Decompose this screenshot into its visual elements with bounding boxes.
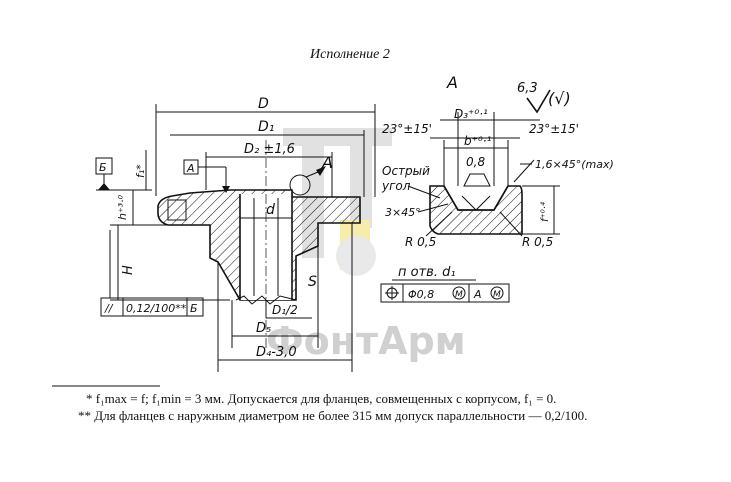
dim-b: b⁺⁰·¹ [464, 134, 492, 148]
sharp-edge-line2: угол [381, 179, 411, 193]
tol-mod2: M [493, 290, 501, 300]
detail-title: А [446, 73, 458, 92]
caption-text: Исполнение 2 [309, 47, 390, 62]
parallel-datum: Б [190, 302, 198, 315]
watermark-text: ФонтАрм [266, 319, 466, 363]
roughness-symbol: (√) [548, 89, 571, 108]
hole-note: п отв. d₁ [398, 265, 456, 280]
dim-D1: D₁ [258, 119, 274, 135]
angle-right: 23°±15' [529, 122, 579, 136]
datum-a-left: А [186, 162, 195, 175]
footnote-2-text: Для фланцев с наружным диаметром не боле… [94, 408, 588, 423]
flange-section: D D₁ D₂ ±1,6 d А А H h⁺³·⁰ f₁* Б // [95, 96, 376, 372]
parallel-symbol: // [104, 302, 114, 315]
dim-depth: 0,8 [466, 155, 485, 169]
parallel-tol: 0,12/100** [126, 302, 187, 315]
angle-left: 23°±15' [382, 122, 432, 136]
datum-b: Б [99, 161, 107, 174]
dim-H: H [121, 265, 136, 275]
dim-f-detail: f⁺⁰·⁴ [539, 202, 551, 222]
position-tol: Φ0,8 [408, 288, 434, 301]
dim-D5: D₅ [256, 321, 271, 336]
dim-D4: D₄-3,0 [256, 345, 297, 360]
sharp-edge-line1: Острый [382, 164, 430, 178]
dim-f1: f₁* [134, 164, 147, 178]
dim-D2: D₂ ±1,6 [244, 142, 295, 157]
dim-h: h⁺³·⁰ [116, 194, 129, 220]
dim-D1-half: D₁/2 [272, 303, 298, 317]
footnote-1-star: * [86, 391, 93, 406]
detail-view: А 6,3 (√) D₃⁺⁰·¹ b⁺⁰·¹ 23°±15' 23°±15' 0… [380, 73, 614, 303]
dim-S: S [308, 274, 317, 290]
dim-d: d [266, 202, 275, 218]
roughness-value: 6,3 [517, 81, 538, 96]
footnote-1-text: f₁max = f; f₁min = 3 мм. Допускается для… [95, 391, 557, 406]
view-a-indicator: А [321, 153, 333, 172]
chamfer-small: 3×45° [385, 206, 421, 219]
dim-D: D [258, 96, 269, 112]
chamfer-note: 1,6×45°(max) [535, 158, 614, 171]
footnote-2: ** Для фланцев с наружным диаметром не б… [78, 408, 587, 424]
tol-datum: A [473, 288, 482, 301]
radius-right: R 0,5 [522, 235, 553, 249]
dim-D3: D₃⁺⁰·¹ [454, 107, 488, 121]
footnote-1: * f₁max = f; f₁min = 3 мм. Допускается д… [86, 391, 556, 407]
tol-mod1: M [455, 290, 463, 300]
radius-left: R 0,5 [405, 235, 436, 249]
footnote-2-star: ** [78, 408, 91, 423]
